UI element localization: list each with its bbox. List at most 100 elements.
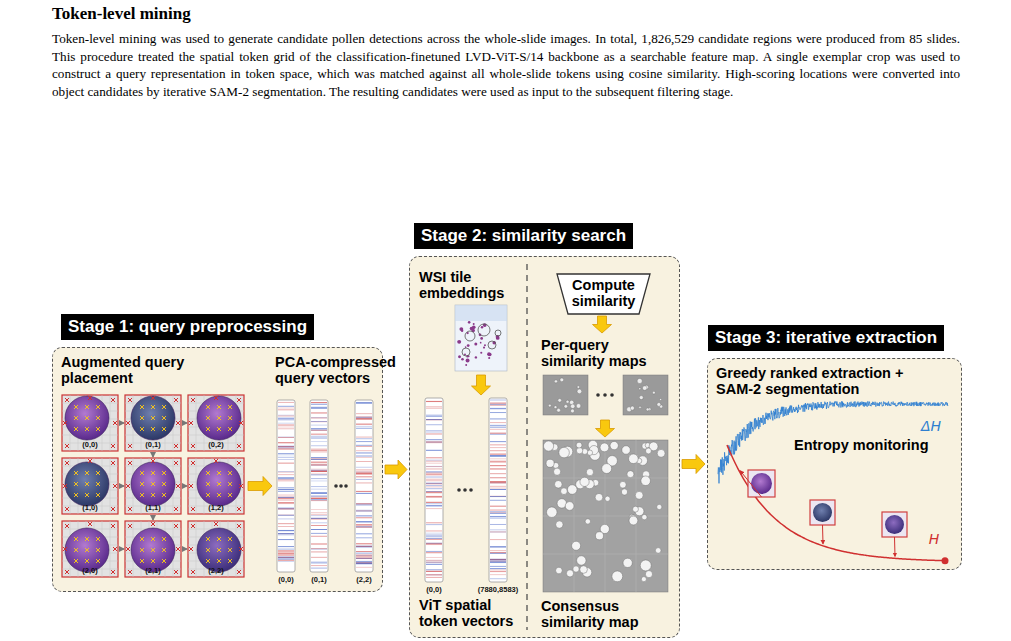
similarity-blob	[580, 566, 588, 574]
vector-entry	[278, 539, 294, 540]
similarity-blob	[556, 521, 563, 528]
vector-entry	[311, 497, 327, 498]
grid-cell	[188, 458, 244, 514]
similarity-blob	[553, 462, 559, 468]
token-gridline	[196, 458, 197, 514]
excluded-token-mark	[111, 444, 115, 448]
pollen-grain	[65, 528, 109, 572]
grid-cell	[62, 458, 118, 514]
vector-entry	[356, 510, 372, 511]
token-gridline	[204, 395, 205, 451]
token-gridline	[125, 411, 181, 412]
section-heading: Augmented query placement	[61, 354, 201, 386]
vector-entry	[311, 522, 327, 523]
tile-speck	[459, 327, 463, 331]
tile-speck	[483, 347, 485, 349]
vector-entry	[311, 478, 327, 479]
vector-entry	[426, 442, 442, 443]
pollen-grain	[813, 503, 832, 522]
vector-entry	[311, 509, 327, 510]
similarity-blob	[565, 502, 574, 511]
vector-entry	[426, 461, 442, 462]
similarity-blob	[548, 404, 551, 407]
token-gridline	[62, 537, 118, 538]
tile-speck	[470, 327, 473, 330]
similarity-blob	[570, 404, 574, 408]
vector-entry	[426, 562, 442, 563]
vector-entry	[490, 468, 506, 469]
vector-entry	[356, 524, 372, 525]
similarity-blob	[551, 444, 558, 451]
token-gridline	[125, 474, 181, 475]
vector-entry	[356, 515, 372, 516]
vector-entry	[426, 574, 442, 575]
token-gridline	[125, 561, 181, 562]
token-gridline	[188, 537, 244, 538]
vector-entry	[490, 482, 506, 483]
column-divider	[526, 264, 527, 630]
vector-entry	[490, 458, 506, 459]
token-mark	[140, 537, 144, 541]
vector-entry	[278, 448, 294, 449]
body-paragraph: Token-level mining was used to generate …	[52, 30, 960, 100]
vector-entry	[426, 502, 442, 503]
pollen-grain	[131, 396, 175, 440]
tile-speck	[479, 333, 482, 336]
similarity-blob	[560, 378, 564, 382]
token-mark	[217, 427, 221, 431]
similarity-blob	[576, 480, 585, 489]
tile-speck	[488, 357, 490, 359]
token-gridline	[212, 458, 213, 514]
vector-entry	[356, 428, 372, 429]
vector-entry	[426, 468, 442, 469]
vector-entry	[490, 578, 506, 579]
ellipsis-dot	[596, 393, 600, 397]
excluded-token-mark	[65, 461, 69, 465]
vector-entry	[426, 416, 442, 417]
vector-entry	[490, 506, 506, 507]
vector-entry	[490, 518, 506, 519]
vector-entry	[426, 450, 442, 451]
excluded-token-mark	[189, 421, 193, 425]
excluded-token-mark	[111, 398, 115, 402]
token-mark	[228, 482, 232, 486]
cell-frame	[125, 458, 181, 514]
vector-entry	[311, 464, 327, 465]
similarity-blob	[627, 407, 632, 412]
similarity-blob	[629, 516, 638, 525]
vector-entry	[426, 562, 442, 563]
process-label: Compute similarity	[564, 277, 643, 309]
vector-entry	[426, 560, 442, 561]
token-mark	[228, 471, 232, 475]
similarity-blob	[659, 405, 662, 408]
token-mark	[228, 405, 232, 409]
similarity-blob	[649, 442, 658, 451]
grid-cell	[125, 458, 181, 514]
vector-entry	[356, 452, 372, 453]
pollen-grain	[131, 528, 175, 572]
vector-entry	[278, 560, 294, 561]
tile-speck	[474, 342, 477, 345]
similarity-blob	[645, 448, 651, 454]
similarity-blob	[657, 403, 661, 407]
stage-panel: Stage 1: query preprocessingAugmented qu…	[52, 347, 383, 592]
delta-entropy-curve	[718, 401, 948, 483]
token-gridline	[78, 521, 79, 577]
token-mark	[151, 537, 155, 541]
vector-entry	[490, 500, 506, 501]
vector-entry	[490, 465, 506, 466]
pollen-grain	[131, 462, 175, 506]
vector-entry	[278, 419, 294, 420]
vector-entry	[278, 495, 294, 496]
token-gridline	[236, 458, 237, 514]
excluded-token-mark	[191, 507, 195, 511]
token-gridline	[125, 545, 181, 546]
vector-entry	[356, 546, 372, 547]
similarity-blob	[644, 385, 648, 389]
flow-arrow	[385, 460, 407, 479]
compute-trapezoid: Compute similarity	[556, 273, 651, 315]
vector-entry	[426, 406, 442, 407]
query-grid	[62, 395, 244, 577]
vector-entry	[490, 559, 506, 560]
vector-frame	[310, 400, 328, 572]
